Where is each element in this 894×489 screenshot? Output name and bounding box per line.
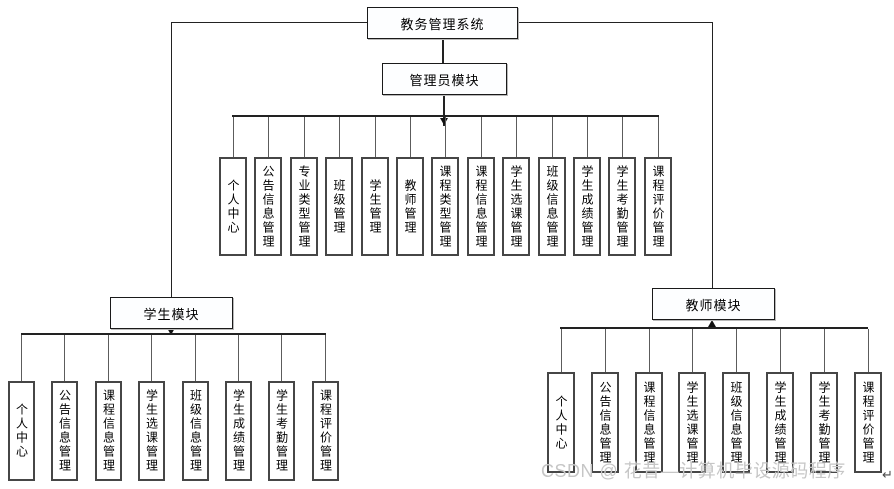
node-student-child-3: 学生选课管理: [138, 381, 165, 481]
connector-drop: [692, 329, 693, 372]
node-admin-child-4: 学生管理: [361, 157, 389, 256]
return-mark-icon: ↵: [882, 468, 893, 483]
connector-admin-bus: [232, 115, 659, 117]
connector-drop: [445, 117, 446, 157]
node-admin-child-9: 班级信息管理: [538, 157, 566, 256]
connector-drop: [780, 329, 781, 372]
connector-drop: [325, 335, 326, 381]
connector-root-to-student-v: [171, 22, 172, 297]
connector-drop: [516, 117, 517, 157]
node-teacher-child-3: 学生选课管理: [678, 372, 706, 473]
node-teacher-child-2: 课程信息管理: [635, 372, 663, 473]
node-admin-child-5: 教师管理: [396, 157, 424, 256]
connector-drop: [824, 329, 825, 372]
connector-drop: [64, 335, 65, 381]
node-admin-child-6: 课程类型管理: [431, 157, 459, 256]
connector-root-to-teacher-h: [517, 22, 713, 23]
connector-drop: [195, 335, 196, 381]
node-teacher-child-4: 班级信息管理: [722, 372, 750, 473]
connector-drop: [339, 117, 340, 157]
connector-drop: [375, 117, 376, 157]
connector-drop: [868, 329, 869, 372]
node-admin-module: 管理员模块: [382, 63, 507, 95]
connector-drop: [622, 117, 623, 157]
connector-drop: [268, 117, 269, 157]
connector-drop: [281, 335, 282, 381]
connector-drop: [238, 335, 239, 381]
node-student-child-7: 课程评价管理: [312, 381, 339, 481]
node-student-child-0: 个人中心: [8, 381, 35, 481]
node-student-child-5: 学生成绩管理: [225, 381, 252, 481]
connector-drop: [108, 335, 109, 381]
node-root: 教务管理系统: [367, 7, 518, 39]
connector-admin-stem: [443, 95, 445, 126]
connector-root-to-student-h: [171, 22, 368, 23]
connector-drop: [561, 329, 562, 372]
connector-drop: [605, 329, 606, 372]
node-teacher-child-0: 个人中心: [547, 372, 575, 473]
node-student-module: 学生模块: [110, 297, 233, 329]
node-admin-child-0: 个人中心: [219, 157, 247, 256]
node-student-child-4: 班级信息管理: [182, 381, 209, 481]
node-admin-child-10: 学生成绩管理: [573, 157, 601, 256]
connector-root-to-admin: [442, 39, 444, 63]
node-admin-child-7: 课程信息管理: [467, 157, 495, 256]
node-student-child-1: 公告信息管理: [51, 381, 78, 481]
node-teacher-child-7: 课程评价管理: [854, 372, 882, 473]
arrow-up-icon: [708, 320, 716, 327]
watermark: CSDN @ 花昔—计算机毕设源码程序: [541, 461, 846, 481]
connector-drop: [410, 117, 411, 157]
node-student-child-6: 学生考勤管理: [268, 381, 295, 481]
connector-drop: [21, 335, 22, 381]
connector-drop: [151, 335, 152, 381]
connector-drop: [736, 329, 737, 372]
node-teacher-child-5: 学生成绩管理: [766, 372, 794, 473]
connector-root-to-teacher-v: [712, 22, 713, 288]
connector-teacher-bus: [560, 327, 868, 329]
connector-drop: [233, 117, 234, 157]
node-admin-child-12: 课程评价管理: [644, 157, 672, 256]
connector-drop: [304, 117, 305, 157]
node-admin-child-1: 公告信息管理: [254, 157, 282, 256]
connector-drop: [658, 117, 659, 157]
connector-drop: [587, 117, 588, 157]
arrow-down-icon: [440, 118, 448, 125]
node-admin-child-11: 学生考勤管理: [608, 157, 636, 256]
connector-student-bus: [21, 333, 326, 335]
connector-drop: [481, 117, 482, 157]
node-teacher-child-1: 公告信息管理: [591, 372, 619, 473]
node-teacher-child-6: 学生考勤管理: [810, 372, 838, 473]
arrow-down-icon: [167, 328, 175, 335]
connector-drop: [649, 329, 650, 372]
node-admin-child-3: 班级管理: [325, 157, 353, 256]
node-student-child-2: 课程信息管理: [95, 381, 122, 481]
connector-drop: [552, 117, 553, 157]
node-teacher-module: 教师模块: [652, 288, 775, 320]
node-admin-child-8: 学生选课管理: [502, 157, 530, 256]
node-admin-child-2: 专业类型管理: [290, 157, 318, 256]
